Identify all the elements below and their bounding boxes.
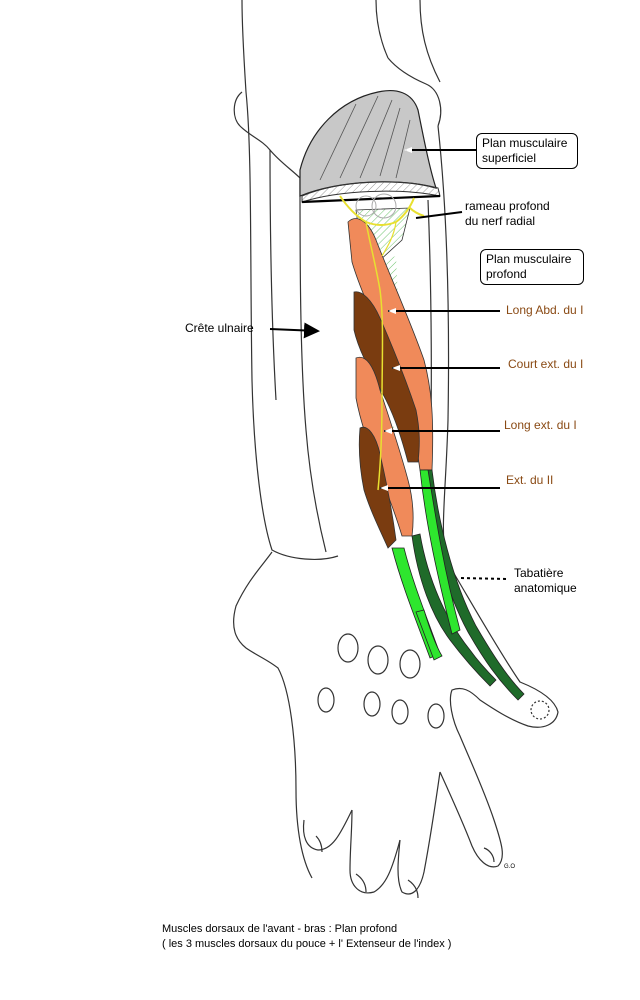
label-long-ext: Long ext. du I: [504, 418, 577, 432]
abductor-tendon: [419, 469, 461, 635]
tendons: [391, 469, 525, 701]
forearm-outline: [233, 0, 450, 561]
label-crete-ulnaire: Crête ulnaire: [185, 321, 254, 335]
radial-nerve: [339, 195, 425, 491]
pointer-crete: [269, 322, 320, 339]
label-pointers: [269, 149, 507, 580]
index-tendon-distal: [415, 609, 443, 661]
pointer-nerve: [415, 211, 463, 219]
label-long-abd: Long Abd. du I: [506, 303, 584, 317]
short-extensor-tendon: [411, 533, 497, 687]
pointer-tabatiere: [459, 577, 507, 580]
artist-signature: G.O: [504, 864, 516, 870]
label-plan-superficiel: Plan musculaire superficiel: [476, 133, 578, 169]
label-rameau-profond: rameau profond du nerf radial: [465, 199, 550, 228]
superficial-muscle-plane: [299, 89, 441, 204]
label-court-ext: Court ext. du I: [508, 357, 584, 371]
hand-outline: [233, 551, 559, 899]
label-tabatiere: Tabatière anatomique: [514, 566, 577, 595]
label-plan-profond: Plan musculaire profond: [480, 249, 584, 285]
caption-line-1: Muscles dorsaux de l'avant - bras : Plan…: [162, 923, 398, 935]
label-ext-ii: Ext. du II: [506, 473, 554, 487]
caption-line-2: ( les 3 muscles dorsaux du pouce + l' Ex…: [162, 938, 452, 950]
